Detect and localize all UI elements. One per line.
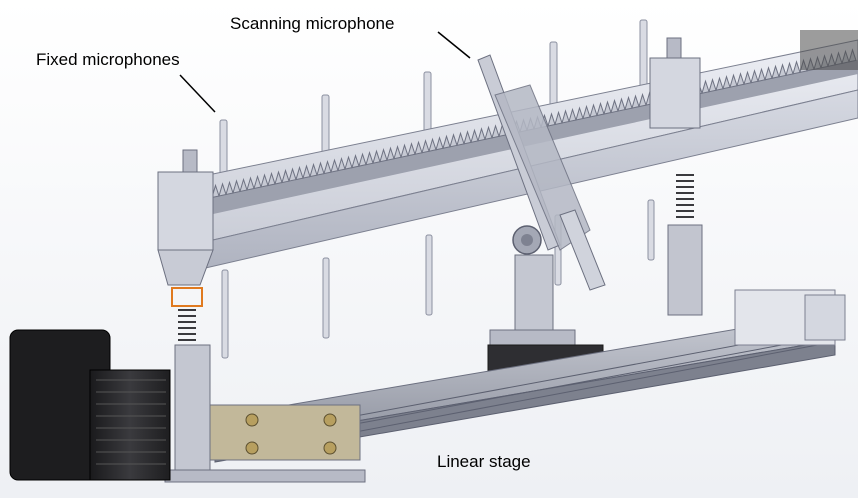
gear-tooth: [232, 179, 241, 194]
gear-tooth: [561, 109, 570, 124]
left-clamp: [157, 149, 214, 341]
gear-tooth: [372, 149, 381, 164]
gear-tooth: [400, 143, 409, 158]
gear-tooth: [743, 70, 752, 85]
gear-tooth: [477, 127, 486, 142]
gear-tooth: [463, 130, 472, 145]
scanning-microphone-label: Scanning microphone: [230, 14, 395, 33]
gear-tooth: [596, 101, 605, 117]
gear-tooth: [624, 95, 633, 111]
gear-tooth: [568, 107, 577, 123]
gear-tooth: [330, 158, 339, 173]
gear-tooth: [421, 139, 430, 154]
gear-tooth: [218, 182, 227, 197]
gear-tooth: [736, 72, 745, 87]
gear-tooth: [701, 79, 710, 94]
gear-tooth: [337, 156, 346, 172]
gear-tooth: [771, 64, 780, 79]
gear-tooth: [309, 162, 318, 178]
gear-tooth: [491, 124, 500, 139]
gear-tooth: [386, 146, 395, 161]
gear-tooth: [351, 153, 360, 169]
gear-tooth: [785, 61, 794, 76]
gear-tooth: [603, 100, 612, 115]
gear-tooth: [729, 73, 738, 88]
leader-lines: [179, 31, 471, 113]
gear-tooth: [281, 168, 290, 184]
gear-tooth: [715, 76, 724, 91]
fixed-microphones-label: Fixed microphones: [36, 50, 180, 69]
right-clamp: [649, 37, 703, 316]
gear-tooth: [449, 133, 458, 148]
gear-tooth: [253, 174, 262, 190]
gear-tooth: [393, 145, 402, 160]
gear-tooth: [302, 164, 311, 179]
gear-tooth: [610, 98, 619, 114]
gear-tooth: [778, 63, 787, 78]
gear-tooth: [792, 60, 801, 75]
fixed-microphones-leader: [179, 74, 216, 113]
gear-tooth: [260, 173, 269, 188]
gear-tooth: [554, 110, 563, 126]
gear-tooth: [435, 136, 444, 151]
gear-tooth: [246, 176, 255, 191]
linear-stage-label: Linear stage: [437, 452, 531, 471]
stepper-motor: [9, 329, 171, 481]
gear-tooth: [547, 112, 556, 127]
gear-tooth: [442, 134, 451, 149]
gear-tooth: [316, 161, 325, 176]
gear-tooth: [638, 92, 647, 108]
gear-tooth: [344, 155, 353, 170]
gear-tooth: [617, 97, 626, 112]
scanning-microphone-leader: [437, 31, 471, 59]
gear-tooth: [575, 106, 584, 121]
gear-tooth: [582, 104, 591, 120]
gear-tooth: [365, 151, 374, 166]
gear-tooth: [757, 67, 766, 82]
gear-tooth: [722, 75, 731, 90]
stage-bracket: [164, 344, 366, 483]
gear-tooth: [358, 152, 367, 167]
beam-shaded-end: [800, 30, 858, 70]
gear-tooth: [708, 78, 717, 93]
gear-tooth: [274, 170, 283, 185]
gear-tooth: [470, 128, 479, 144]
gear-tooth: [407, 142, 416, 157]
gear-tooth: [295, 165, 304, 181]
gear-tooth: [764, 66, 773, 81]
gear-tooth: [379, 148, 388, 163]
gear-tooth: [211, 183, 220, 199]
gear-tooth: [456, 131, 465, 146]
gear-tooth: [323, 159, 332, 175]
gear-tooth: [288, 167, 297, 182]
gear-tooth: [750, 69, 759, 84]
gear-tooth: [225, 180, 234, 196]
gear-tooth: [484, 125, 493, 141]
gear-tooth: [589, 103, 598, 118]
highlight-box: [171, 287, 203, 307]
gear-tooth: [414, 140, 423, 155]
gear-tooth: [428, 137, 437, 152]
gear-tooth: [239, 177, 248, 193]
scanning-microphone-arm: [477, 54, 606, 376]
gear-tooth: [267, 171, 276, 187]
gear-tooth: [631, 94, 640, 109]
